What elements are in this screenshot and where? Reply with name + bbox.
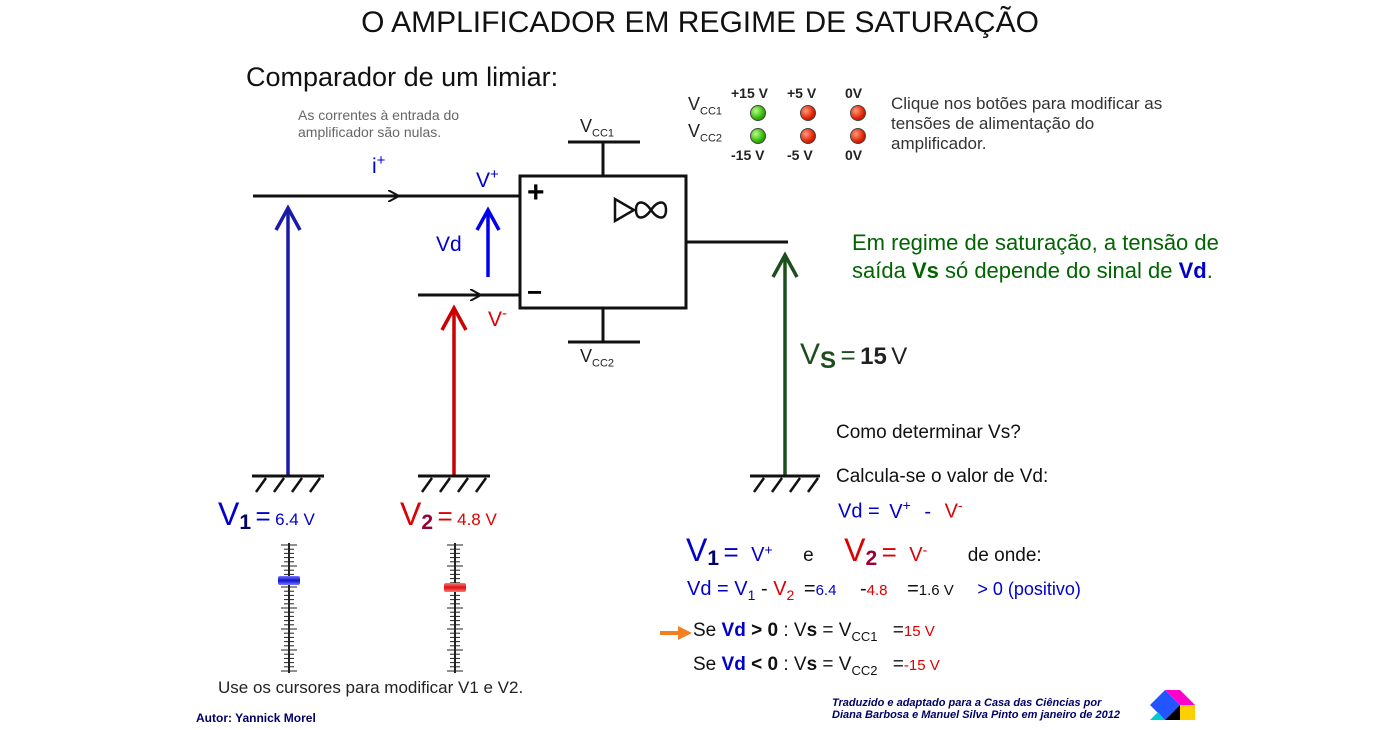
v2-slider-thumb[interactable] — [444, 582, 466, 592]
rule-positive: Se Vd > 0 : Vs = VCC1 =15 V — [693, 620, 935, 644]
v1-slider[interactable] — [276, 543, 302, 673]
header-minus15: -15 V — [731, 147, 765, 163]
v2-slider-ticks — [447, 544, 463, 672]
opamp-triangle-icon — [613, 196, 637, 224]
vcc1-0v-button[interactable] — [850, 105, 866, 121]
v-minus-label: V- — [488, 305, 508, 331]
v2-slider[interactable] — [442, 543, 468, 673]
supply-vcc1-label: VCC1 — [688, 94, 723, 118]
vd-arrow-head — [475, 206, 501, 231]
v-definition-line: V1 = V+ e V2 = V- de onde: — [686, 532, 1042, 571]
saturation-explanation: Em regime de saturação, a tensão de saíd… — [852, 230, 1219, 283]
logo-icon — [1150, 690, 1195, 720]
currents-note: As correntes à entrada do amplificador s… — [298, 107, 460, 140]
opamp-box — [518, 174, 688, 310]
v2-readout: V2 = 4.8 V — [400, 496, 497, 535]
minus-sign: − — [527, 277, 543, 307]
rule-negative: Se Vd < 0 : Vs = VCC2 =-15 V — [693, 654, 940, 678]
opamp-vcc1-label: VCC1 — [580, 116, 615, 140]
v-plus-label: V+ — [476, 166, 499, 192]
ground-v1-icon — [252, 474, 324, 493]
header-0v-bottom: 0V — [845, 147, 863, 163]
v1-readout: V1 = 6.4 V — [218, 496, 315, 535]
vd-formula: Vd = V+ - V- — [838, 497, 963, 523]
vcc1-plus15-button[interactable] — [750, 105, 766, 121]
vs-arrow-head — [771, 251, 799, 278]
v2-arrow-head — [440, 304, 468, 331]
pointer-arrow-icon — [660, 626, 692, 640]
vcc2-minus5-button[interactable] — [800, 128, 816, 144]
header-0v-top: 0V — [845, 85, 863, 101]
v1-slider-thumb[interactable] — [278, 575, 300, 585]
header-minus5: -5 V — [787, 147, 813, 163]
header-plus5: +5 V — [787, 85, 817, 101]
page-title: O AMPLIFICADOR EM REGIME DE SATURAÇÃO — [361, 6, 1039, 39]
i-plus-label: i+ — [372, 152, 386, 178]
ground-vs-icon — [750, 474, 820, 493]
vcc1-plus5-button[interactable] — [800, 105, 816, 121]
opamp-vcc2-label: VCC2 — [580, 346, 615, 370]
how-question: Como determinar Vs? — [836, 422, 1021, 443]
instruction-text: Clique nos botões para modificar as tens… — [891, 94, 1163, 153]
ground-v2-icon — [418, 474, 490, 493]
vd-label: Vd — [436, 233, 462, 256]
vs-readout: VS = 15 V — [800, 338, 908, 375]
author-credit: Autor: Yannick Morel — [196, 711, 316, 725]
header-plus15: +15 V — [731, 85, 768, 101]
v1-arrow-head — [274, 204, 302, 231]
infinity-icon — [634, 201, 668, 219]
vcc2-minus15-button[interactable] — [750, 128, 766, 144]
vcc2-0v-button[interactable] — [850, 128, 866, 144]
supply-vcc2-label: VCC2 — [688, 121, 723, 145]
slider-instruction: Use os cursores para modificar V1 e V2. — [218, 678, 524, 697]
calc-text: Calcula-se o valor de Vd: — [836, 466, 1049, 487]
v1-slider-ticks — [281, 544, 297, 672]
translation-credit: Traduzido e adaptado para a Casa das Ciê… — [832, 697, 1120, 721]
vd-calculation: Vd = V1 - V2 =6.4 -4.8 =1.6 V > 0 (posit… — [687, 578, 1081, 603]
section-subtitle: Comparador de um limiar: — [246, 62, 559, 92]
plus-sign: + — [527, 176, 545, 209]
